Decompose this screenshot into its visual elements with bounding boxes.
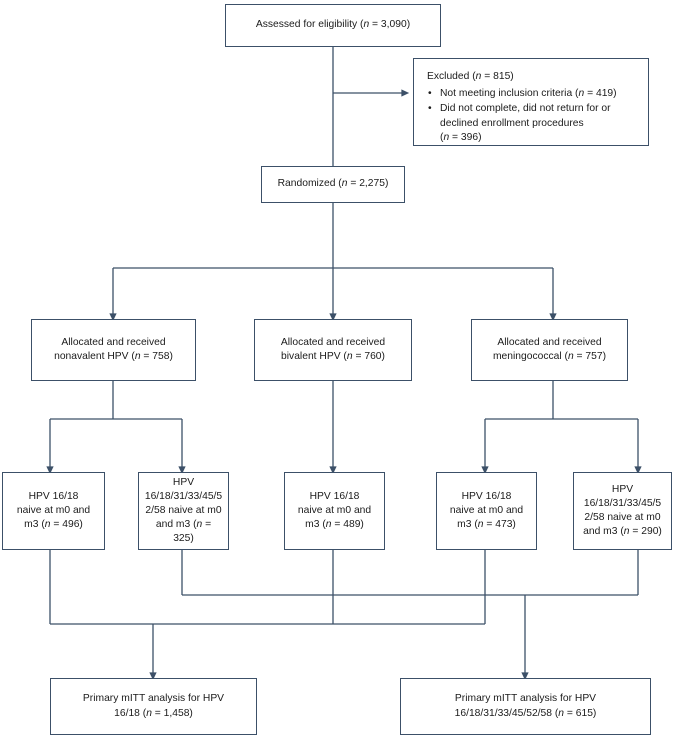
node-assessed-label: Assessed for eligibility (n = 3,090) <box>255 19 411 31</box>
node-excluded-reason-list: Not meeting inclusion criteria (n = 419)… <box>427 87 639 145</box>
node-randomized: Randomized (n = 2,275) <box>261 166 405 203</box>
list-item: Not meeting inclusion criteria (n = 419) <box>427 87 639 101</box>
node-excluded: Excluded (n = 815) Not meeting inclusion… <box>413 58 649 146</box>
node-excluded-title: Excluded (n = 815) <box>427 71 514 82</box>
node-randomized-label: Randomized (n = 2,275) <box>277 178 389 190</box>
list-item: Did not complete, did not return for ord… <box>427 102 639 145</box>
node-assessed-for-eligibility: Assessed for eligibility (n = 3,090) <box>225 4 441 47</box>
